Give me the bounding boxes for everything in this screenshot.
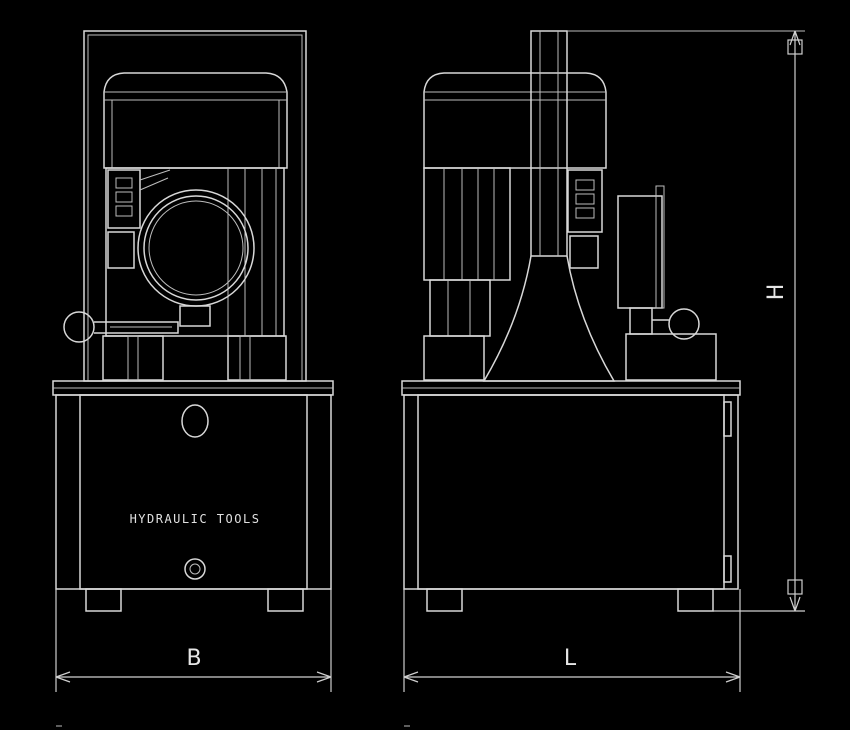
front-view: HYDRAULIC TOOLS B bbox=[52, 30, 334, 692]
side-view: L H bbox=[401, 30, 805, 692]
front-motor bbox=[103, 72, 288, 337]
tank-nameplate-text: HYDRAULIC TOOLS bbox=[130, 512, 261, 526]
side-valve-block bbox=[567, 169, 603, 269]
side-tank-feet bbox=[426, 588, 714, 612]
dimension-h-label: H bbox=[764, 284, 789, 301]
side-lever-knob bbox=[652, 308, 700, 340]
dimension-l: L bbox=[403, 589, 741, 692]
drain-plug-icon bbox=[184, 558, 206, 580]
front-tank: HYDRAULIC TOOLS bbox=[55, 394, 332, 590]
side-tank-top-plate bbox=[401, 380, 741, 396]
side-valve-housing bbox=[625, 333, 717, 381]
filler-cap-icon bbox=[181, 404, 209, 438]
side-motor bbox=[423, 72, 607, 381]
side-tank bbox=[403, 394, 739, 590]
dimension-h: H bbox=[713, 30, 805, 612]
side-frame-post bbox=[482, 30, 805, 382]
front-valve-block bbox=[107, 169, 171, 269]
pressure-gauge-icon bbox=[137, 189, 255, 327]
front-lever-handle bbox=[63, 311, 179, 343]
dimension-l-label: L bbox=[564, 646, 577, 671]
side-gauge-profile bbox=[617, 185, 665, 335]
dimension-b: B bbox=[55, 589, 332, 692]
front-tank-feet bbox=[85, 588, 304, 612]
front-motor-feet bbox=[102, 335, 287, 381]
front-tank-top-plate bbox=[52, 380, 334, 396]
dimension-b-label: B bbox=[186, 646, 201, 671]
